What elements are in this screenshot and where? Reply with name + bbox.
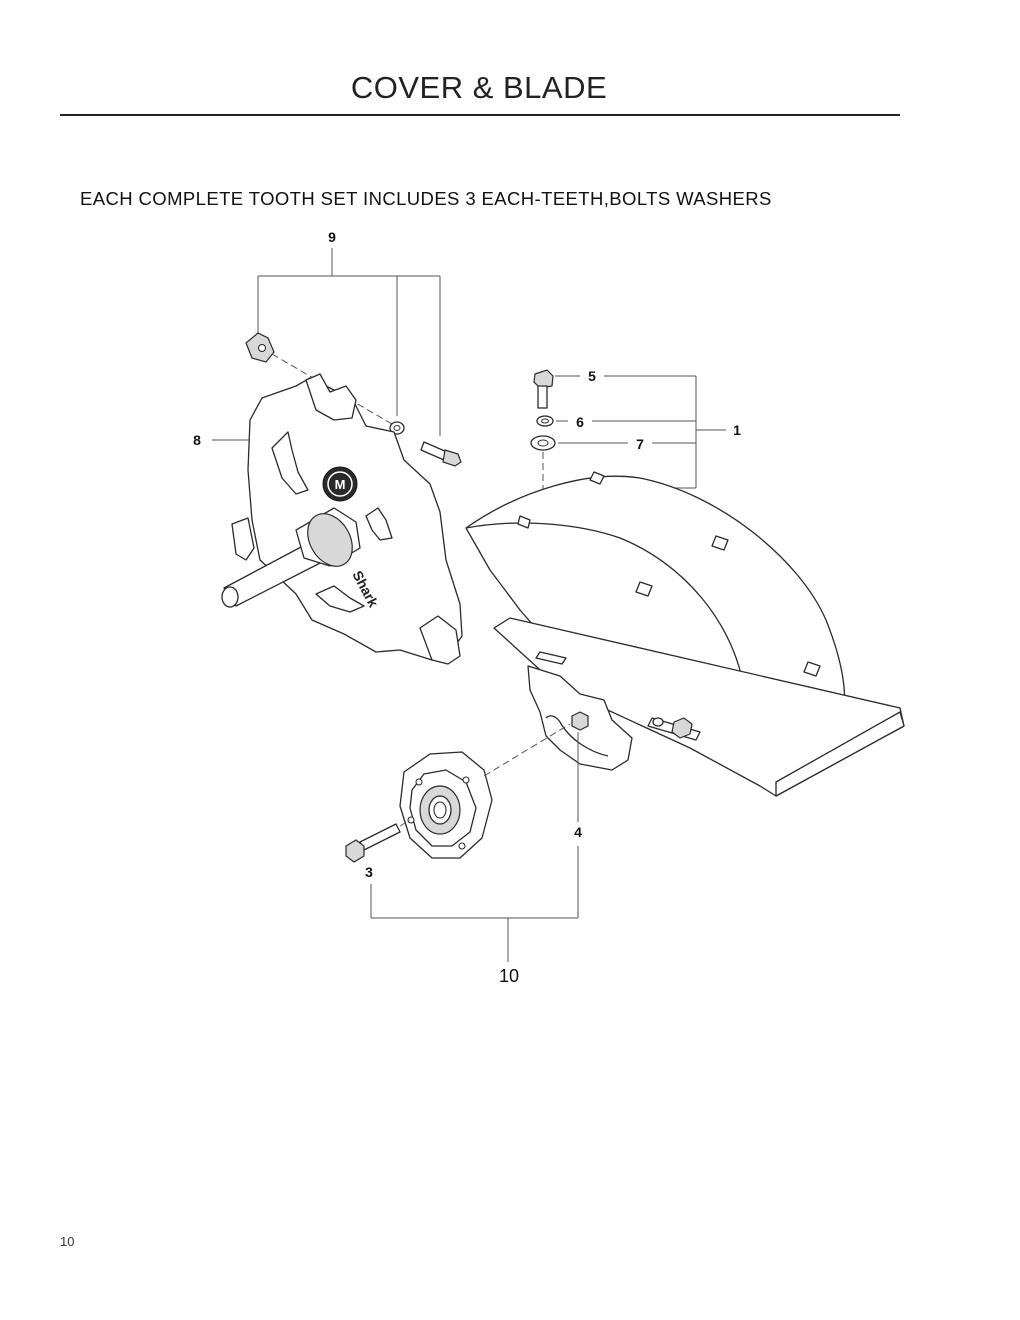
blade-cover — [465, 471, 905, 797]
callout-6: 6 — [576, 414, 584, 430]
callout-4: 4 — [574, 824, 582, 840]
tooth-set-note: EACH COMPLETE TOOTH SET INCLUDES 3 EACH-… — [80, 188, 772, 209]
title-divider — [60, 114, 900, 116]
drive-shaft — [221, 507, 361, 608]
callout-3: 3 — [365, 864, 373, 880]
blade-disc: M — [231, 373, 463, 665]
callout-10: 10 — [499, 966, 519, 986]
cover-bolt — [533, 369, 554, 409]
page-number: 10 — [60, 1234, 75, 1249]
callout-9-leader — [257, 248, 441, 436]
page-title: COVER & BLADE — [350, 70, 608, 105]
svg-text:M: M — [335, 477, 346, 492]
tooth — [245, 332, 275, 363]
callout-10-leader — [370, 732, 579, 962]
callout-5: 5 — [588, 368, 596, 384]
callout-1: 1 — [733, 422, 741, 438]
tooth-bolt — [420, 441, 462, 467]
flange-bolt — [345, 823, 401, 863]
callout-8: 8 — [193, 432, 201, 448]
callout-9: 9 — [328, 229, 336, 245]
callout-7: 7 — [636, 436, 644, 452]
flange-bearing — [399, 751, 493, 859]
